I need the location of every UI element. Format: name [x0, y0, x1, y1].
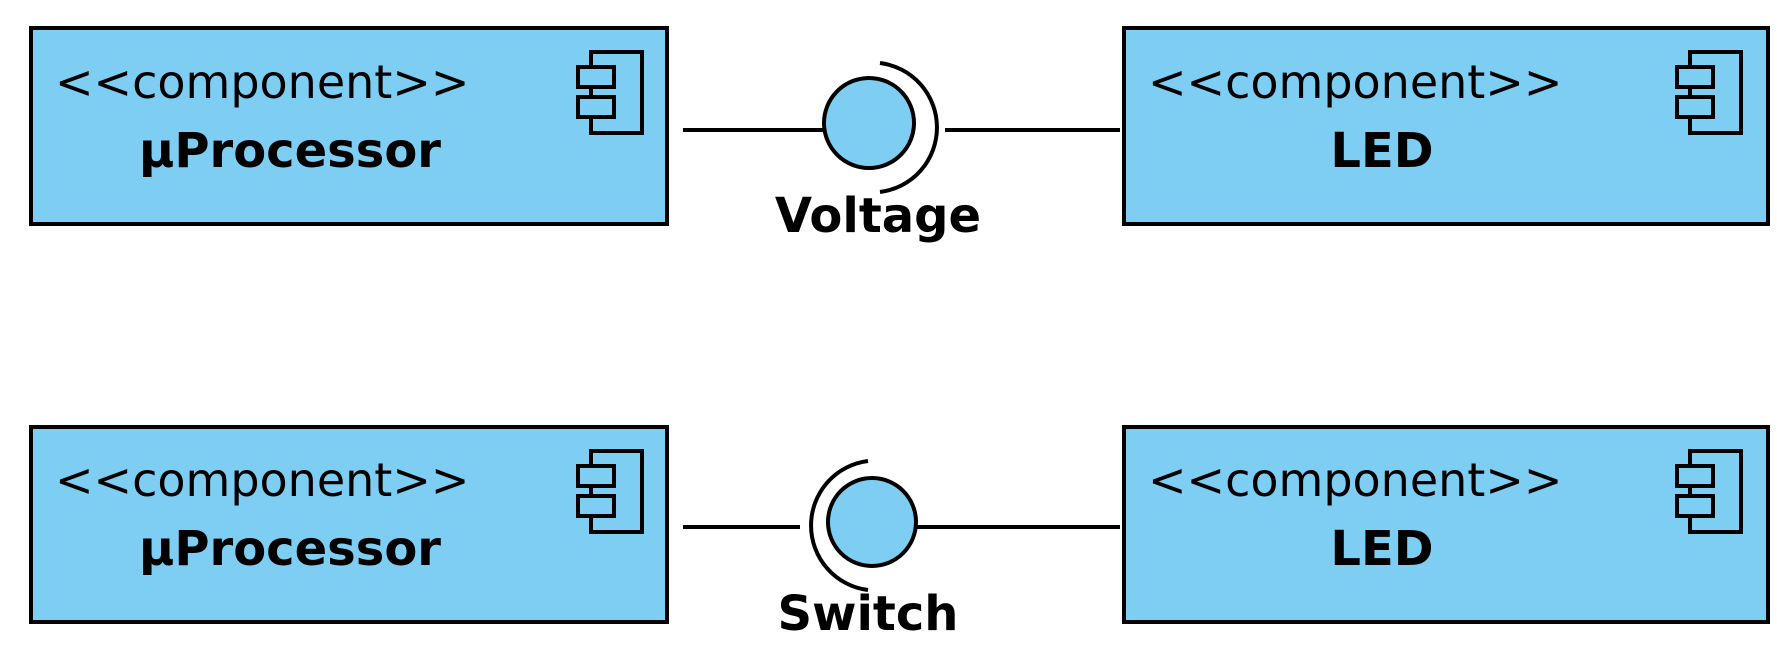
component-led-2[interactable]: <<component>> LED: [1122, 425, 1770, 624]
stereotype-label: <<component>>: [55, 453, 469, 507]
stereotype-label: <<component>>: [1148, 453, 1562, 507]
component-name: LED: [1330, 123, 1433, 179]
component-box: [1122, 26, 1770, 226]
component-box: [29, 425, 669, 624]
interface-voltage[interactable]: Voltage: [683, 61, 1120, 244]
component-name: µProcessor: [139, 123, 441, 179]
component-icon: [1675, 449, 1743, 534]
interface-socket: [879, 61, 939, 194]
interface-socket: [809, 459, 869, 592]
stereotype-label: <<component>>: [1148, 55, 1562, 109]
component-box: [29, 26, 669, 226]
component-icon: [1675, 50, 1743, 135]
interface-ball: [822, 76, 916, 170]
interface-ball: [826, 476, 918, 568]
stereotype-label: <<component>>: [55, 55, 469, 109]
component-name: LED: [1330, 521, 1433, 577]
component-name: µProcessor: [139, 521, 441, 577]
component-led-1[interactable]: <<component>> LED: [1122, 26, 1770, 226]
component-box: [1122, 425, 1770, 624]
component-icon: [576, 449, 644, 534]
component-icon: [576, 50, 644, 135]
component-processor-1[interactable]: <<component>> µProcessor: [29, 26, 669, 226]
interface-label: Switch: [778, 586, 959, 642]
interface-switch[interactable]: Switch: [683, 459, 1120, 642]
component-processor-2[interactable]: <<component>> µProcessor: [29, 425, 669, 624]
interface-label: Voltage: [775, 188, 981, 244]
